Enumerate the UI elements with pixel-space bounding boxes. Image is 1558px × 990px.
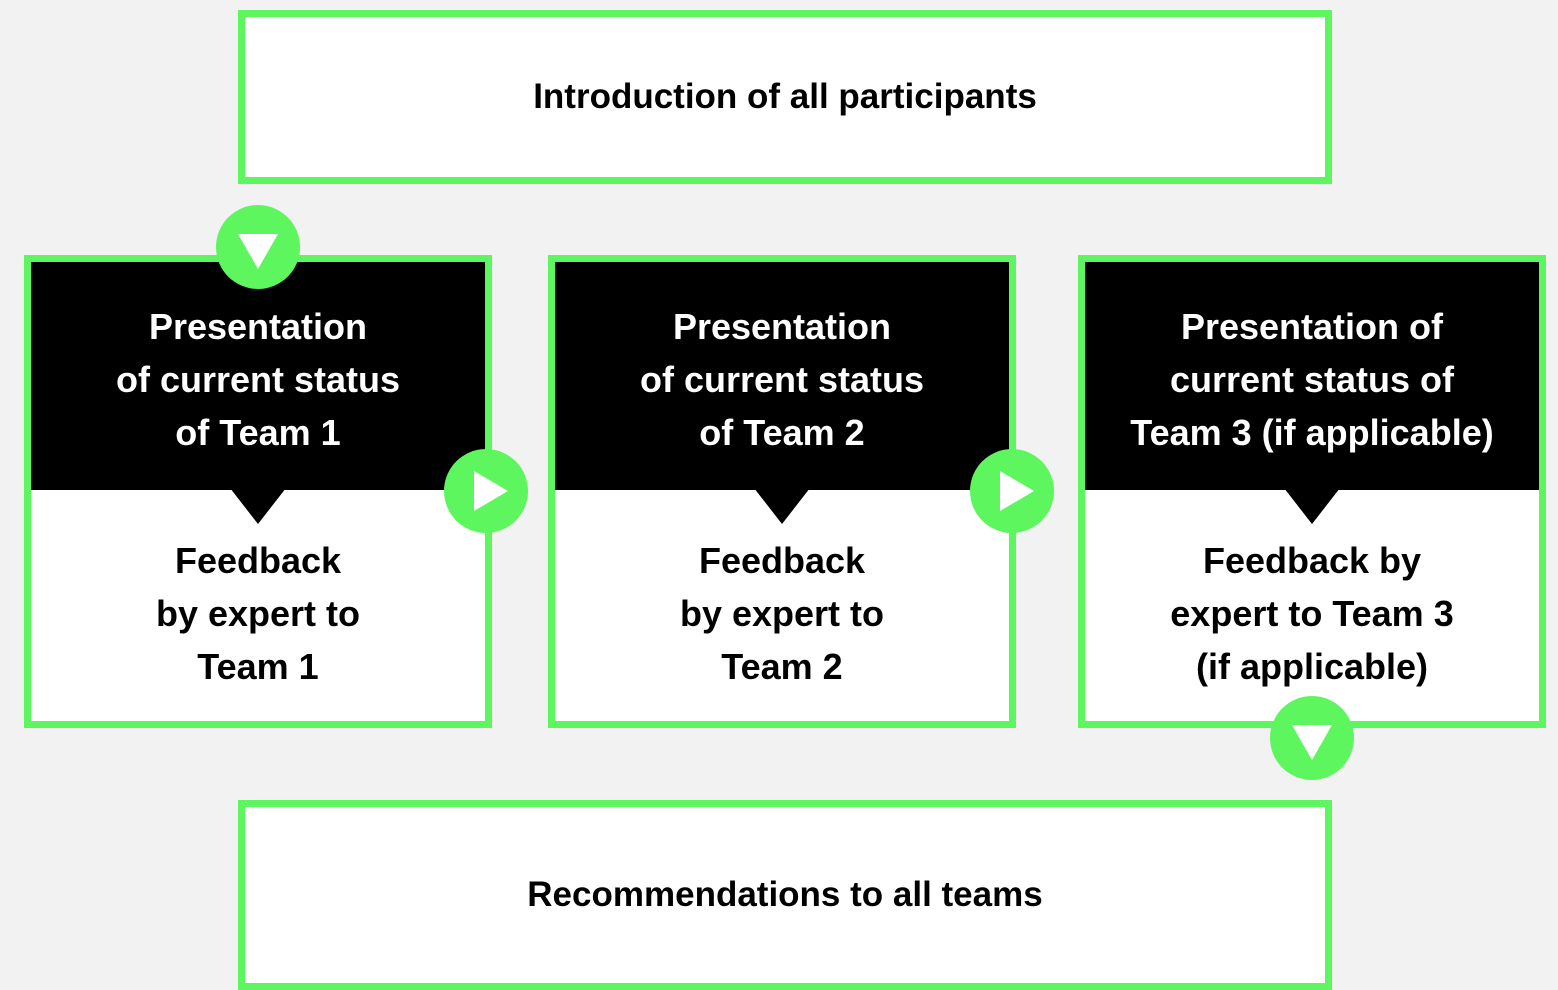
recommendations-label: Recommendations to all teams <box>527 875 1043 914</box>
team-2-presentation-block: Presentation of current status of Team 2 <box>555 262 1009 490</box>
team-3-presentation-block: Presentation of current status of Team 3… <box>1085 262 1539 490</box>
intro-box: Introduction of all participants <box>238 10 1332 184</box>
team-1-presentation-label: Presentation of current status of Team 1 <box>115 305 401 453</box>
team-2-presentation-label: Presentation of current status of Team 2 <box>639 305 925 453</box>
team-2-box: Presentation of current status of Team 2… <box>548 255 1016 728</box>
team-3-presentation-label: Presentation of current status of Team 3… <box>1130 305 1494 453</box>
recommendations-box: Recommendations to all teams <box>238 800 1332 990</box>
arrow-right-icon <box>970 449 1054 533</box>
team-3-pointer <box>1284 488 1340 524</box>
team-1-presentation-block: Presentation of current status of Team 1 <box>31 262 485 490</box>
arrow-right-icon <box>444 449 528 533</box>
team-1-pointer <box>230 488 286 524</box>
team-2-feedback-label: Feedback by expert to Team 2 <box>679 540 885 687</box>
team-1-feedback-label: Feedback by expert to Team 1 <box>155 540 361 687</box>
arrow-down-icon <box>216 205 300 289</box>
team-3-feedback-label: Feedback by expert to Team 3 (if applica… <box>1170 540 1454 687</box>
team-3-box: Presentation of current status of Team 3… <box>1078 255 1546 728</box>
team-1-box: Presentation of current status of Team 1… <box>24 255 492 728</box>
team-2-pointer <box>754 488 810 524</box>
intro-label: Introduction of all participants <box>533 77 1037 116</box>
arrow-down-icon <box>1270 696 1354 780</box>
